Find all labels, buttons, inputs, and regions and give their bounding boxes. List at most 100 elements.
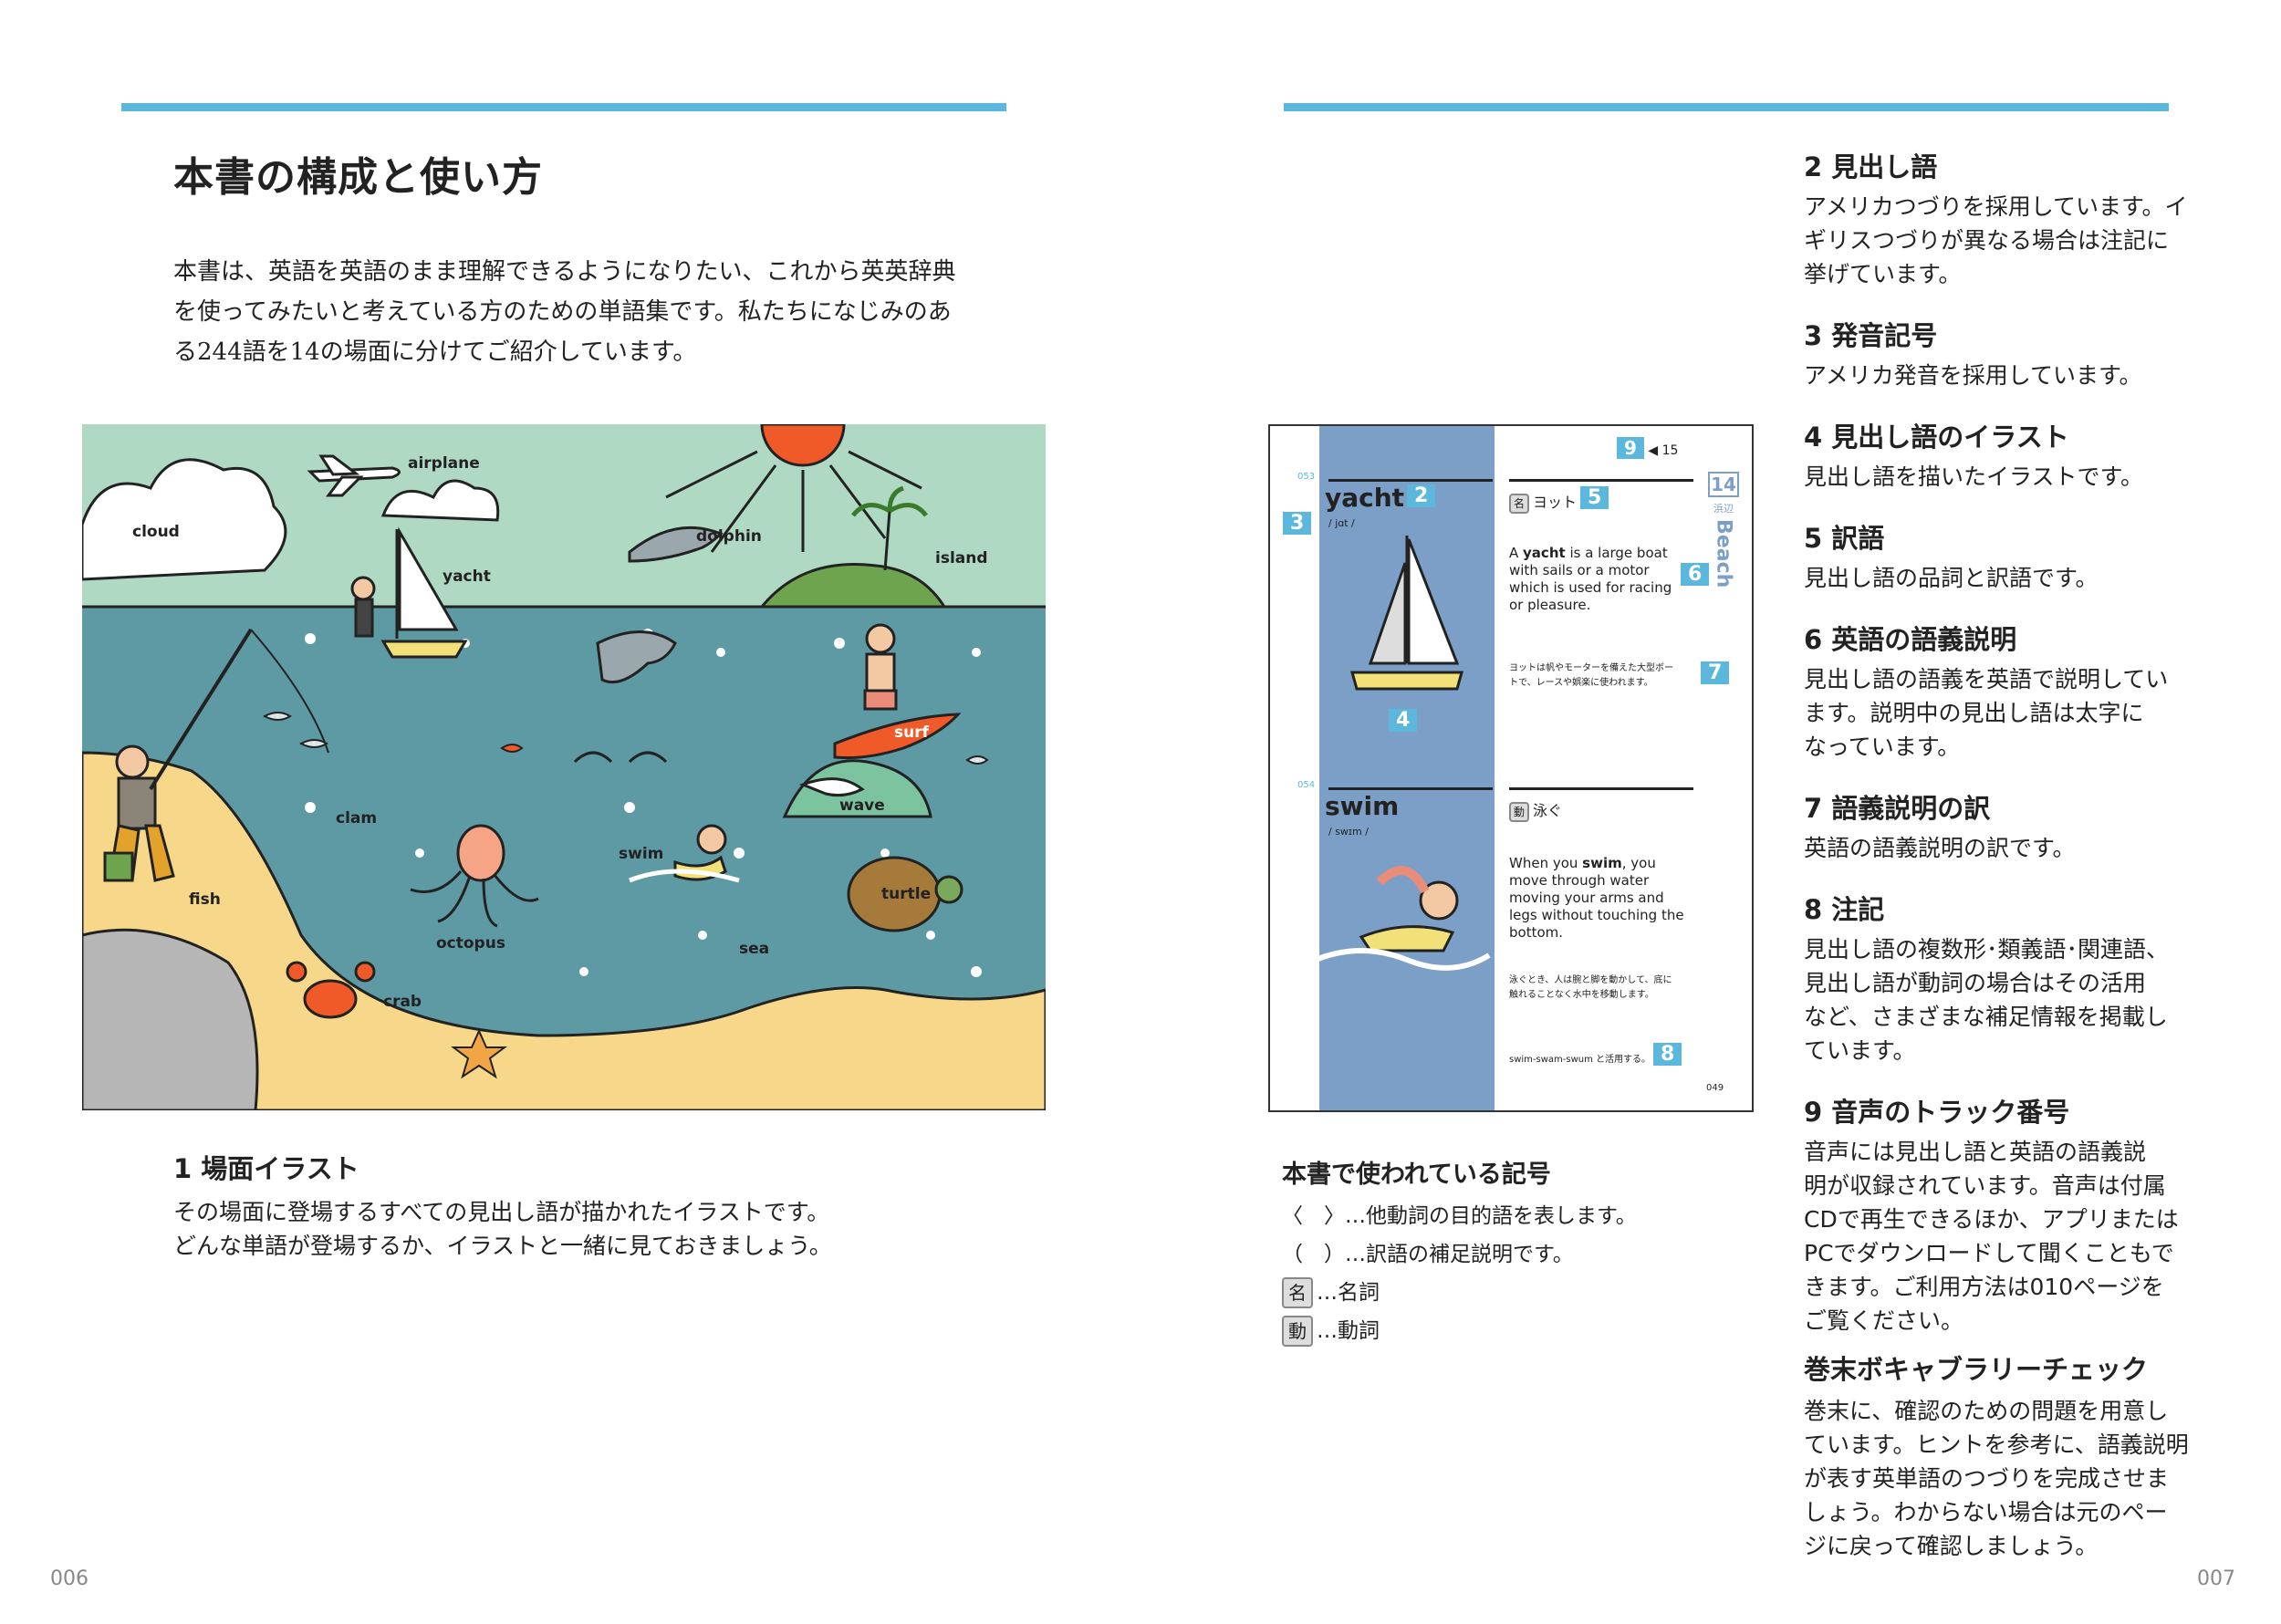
explanation-line: きます。ご利用方法は010ページを (1804, 1274, 2164, 1300)
explanation-line: ご覧ください。 (1804, 1307, 1964, 1334)
label-cloud: cloud (132, 523, 180, 541)
explanation-line: ています。 (1804, 1037, 1916, 1064)
intro-line: 本書は、英語を英語のまま理解できるようになりたい、これから英英辞典 (173, 258, 956, 286)
explanation-title: 8 注記 (1804, 894, 1885, 925)
label-octopus: octopus (436, 934, 505, 953)
explanation-line: 見出し語の複数形･類義語･関連語、 (1804, 936, 2170, 963)
fisherman-icon (103, 628, 329, 882)
callout-2: 2 (1407, 484, 1436, 507)
page-number-left: 006 (50, 1567, 89, 1590)
explanation-line: ギリスつづりが異なる場合は注記に (1804, 227, 2170, 254)
label-clam: clam (336, 809, 377, 828)
entry-id: 054 (1297, 780, 1316, 790)
vocab-line: しょう。わからない場合は元のペー (1804, 1499, 2168, 1525)
beach-scene-illustration: airplane cloud yacht dolphin island surf… (82, 424, 1046, 1110)
explanation-title: 2 見出し語 (1804, 151, 1938, 182)
callout-6: 6 (1681, 563, 1710, 586)
intro-line: る244語を14の場面に分けてご紹介しています。 (173, 338, 697, 366)
entry-word: yacht (1325, 483, 1405, 513)
vocab-line: が表す英単語のつづりを完成させま (1804, 1465, 2170, 1492)
entry-definition: A yacht is a large boat with sails or a … (1509, 545, 1672, 613)
swimmer-icon (629, 824, 740, 883)
explanation-line: 音声には見出し語と英語の語義説 (1804, 1139, 2147, 1165)
airplane-icon (307, 454, 401, 497)
sample-page: 9 ◀ 15 14 浜辺 Beach 053 yacht / jɑt / 名ヨッ… (1268, 424, 1754, 1112)
explanation-title: 9 音声のトラック番号 (1804, 1097, 2070, 1128)
symbol-row: 〈 〉…他動詞の目的語を表します。 (1282, 1204, 1637, 1228)
entry-pron: / swɪm / (1328, 826, 1369, 838)
label-surf: surf (894, 724, 930, 742)
sun-icon (665, 424, 922, 553)
callout-5: 5 (1580, 486, 1609, 509)
explanation-line: なっています。 (1804, 734, 1961, 760)
explanation-title: 3 発音記号 (1804, 320, 1938, 351)
top-rule-right (1284, 103, 2169, 111)
turtle-icon (847, 856, 963, 932)
label-crab: crab (383, 993, 422, 1011)
explanation-line: ます。説明中の見出し語は太字に (1804, 700, 2144, 726)
entry-definition: When you swim, you move through water mo… (1509, 855, 1684, 941)
callout-4: 4 (1389, 709, 1418, 732)
explanation-title: 5 訳語 (1804, 523, 1885, 554)
section-title: 1 場面イラスト (173, 1153, 359, 1184)
label-sea: sea (739, 940, 769, 958)
symbols-title: 本書で使われている記号 (1282, 1161, 1551, 1189)
intro-text: 本書は、英語を英語のまま理解できるようになりたい、これから英英辞典 を使ってみた… (173, 252, 976, 372)
entry-trans: 名ヨット (1509, 490, 1577, 514)
label-turtle: turtle (881, 885, 931, 903)
vocab-line: ています。ヒントを参考に、語義説明 (1804, 1431, 2189, 1458)
explanation-section: 6 英語の語義説明見出し語の語義を英語で説明しています。説明中の見出し語は太字に… (1804, 619, 2251, 764)
label-swim: swim (619, 845, 663, 863)
label-fish: fish (189, 890, 221, 909)
dolphin-icon (596, 526, 724, 684)
explanation-section: 8 注記見出し語の複数形･類義語･関連語、見出し語が動詞の場合はその活用など、さ… (1804, 889, 2251, 1067)
page-number-right: 007 (2197, 1567, 2235, 1590)
callout-7: 7 (1701, 661, 1730, 684)
explanation-section: 2 見出し語アメリカつづりを採用しています。イギリスつづりが異なる場合は注記に挙… (1804, 146, 2251, 291)
explanation-line: 見出し語の語義を英語で説明してい (1804, 666, 2169, 692)
intro-line: を使ってみたいと考えている方のための単語集です。私たちになじみのあ (173, 298, 952, 326)
track-indicator: 9 ◀ 15 (1617, 437, 1678, 459)
label-wave: wave (839, 796, 885, 815)
entry-trans: 動泳ぐ (1509, 798, 1562, 822)
explanation-line: アメリカつづりを採用しています。イ (1804, 193, 2188, 220)
vocab-line: 巻末に、確認のための問題を用意し (1804, 1398, 2169, 1424)
explanation-column: 2 見出し語アメリカつづりを採用しています。イギリスつづりが異なる場合は注記に挙… (1804, 146, 2251, 1361)
explanation-line: 明が収録されています。音声は付属 (1804, 1172, 2166, 1199)
label-yacht: yacht (443, 567, 491, 586)
swimmer-sample-icon (1314, 866, 1491, 971)
explanation-line: 挙げています。 (1804, 261, 1962, 287)
section-1: 1 場面イラスト その場面に登場するすべての見出し語が描かれたイラストです。 ど… (173, 1148, 995, 1263)
symbols-legend: 本書で使われている記号 〈 〉…他動詞の目的語を表します。 （ ）…訳語の補足説… (1282, 1154, 1829, 1350)
explanation-line: など、さまざまな補足情報を掲載し (1804, 1004, 2168, 1030)
label-airplane: airplane (408, 454, 480, 473)
explanation-section: 3 発音記号アメリカ発音を採用しています。 (1804, 315, 2251, 392)
callout-8: 8 (1653, 1043, 1682, 1066)
callout-3: 3 (1283, 512, 1312, 535)
section-body-line: その場面に登場するすべての見出し語が描かれたイラストです。 (173, 1199, 830, 1225)
vocab-line: ジに戻って確認しましょう。 (1804, 1533, 2099, 1559)
entry-note: swim-swam-swum と活用する。 (1509, 1055, 1651, 1065)
symbol-row: 名…名詞 (1282, 1274, 1829, 1312)
cloud-icon (82, 458, 500, 581)
surfer-icon (833, 623, 962, 760)
explanation-title: 7 語義説明の訳 (1804, 793, 1991, 824)
section-body-line: どんな単語が登場するか、イラストと一緒に見ておきましょう。 (173, 1233, 832, 1259)
sample-page-number: 049 (1706, 1083, 1724, 1093)
explanation-section: 7 語義説明の訳英語の語義説明の訳です。 (1804, 787, 2251, 865)
entry-definition-ja: ヨットは帆やモーターを備えた大型ボートで、レースや娯楽に使われます。 (1509, 663, 1673, 688)
top-rule-left (121, 103, 1006, 111)
entry-word: swim (1325, 791, 1400, 821)
page-title: 本書の構成と使い方 (173, 154, 543, 201)
vocab-check-section: 巻末ボキャブラリーチェック 巻末に、確認のための問題を用意し ています。ヒントを… (1804, 1348, 2251, 1563)
yacht-icon (380, 526, 468, 659)
symbol-row: （ ）…訳語の補足説明です。 (1282, 1243, 1574, 1266)
vocab-title: 巻末ボキャブラリーチェック (1804, 1354, 2149, 1385)
explanation-line: 見出し語の品詞と訳語です。 (1804, 565, 2099, 591)
entry-definition-ja: 泳ぐとき、人は腕と脚を動かして、底に触れることなく水中を移動します。 (1509, 975, 1672, 1000)
label-island: island (935, 549, 988, 567)
explanation-title: 6 英語の語義説明 (1804, 624, 2017, 655)
yacht-sample-icon (1350, 536, 1463, 691)
explanation-section: 9 音声のトラック番号音声には見出し語と英語の語義説明が収録されています。音声は… (1804, 1091, 2251, 1338)
speaker-icon: ◀ (1648, 443, 1659, 458)
